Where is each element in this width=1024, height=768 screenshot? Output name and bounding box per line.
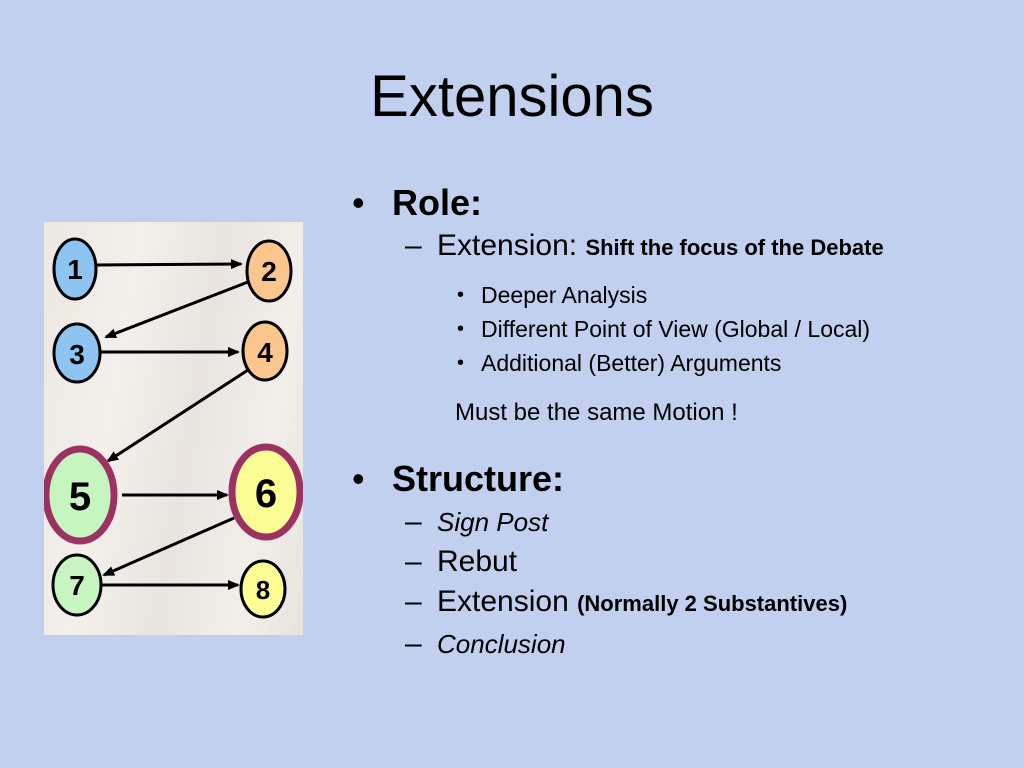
bullet: • [352,458,365,499]
dash: – [405,229,422,262]
dash: – [405,585,422,618]
node-3-circle [52,322,102,384]
flow-diagram: 1 2 3 4 5 6 7 8 [44,222,303,635]
extension-label: Extension: [437,229,578,262]
role-heading: Role: [392,182,482,223]
node-3-label: 3 [69,339,85,370]
node-4-circle [241,320,289,382]
node-4-label: 4 [257,337,273,368]
bullet: • [457,318,465,340]
structure-item-text: Extension [437,585,569,618]
structure-heading-item: • Structure: [350,456,1010,502]
node-1-circle [52,237,98,301]
slide-title: Extensions [370,64,654,129]
node-5-label: 5 [69,475,91,519]
structure-item: – Sign Post [350,502,1010,542]
point-text: Different Point of View (Global / Local) [481,316,871,342]
role-heading-item: • Role: [350,180,1010,226]
motion-note: Must be the same Motion ! [455,399,738,426]
dash: – [405,627,422,660]
structure-item: – Rebut [350,542,1010,582]
point-item: • Additional (Better) Arguments [350,346,1010,380]
structure-item: – Conclusion [350,624,1010,664]
slide-content: • Role: – Extension: Shift the focus of … [350,180,1010,664]
dash: – [405,545,422,578]
node-8-circle [239,559,287,619]
point-text: Deeper Analysis [481,282,648,308]
node-8-label: 8 [256,575,270,605]
node-7-label: 7 [69,570,85,601]
flow-diagram-svg: 1 2 3 4 5 6 7 8 [44,237,303,619]
point-text: Additional (Better) Arguments [481,350,782,376]
bullet: • [352,182,365,223]
node-2-label: 2 [261,256,277,287]
arrow-1-to-2 [95,259,243,270]
structure-heading: Structure: [392,458,565,499]
bullet: • [457,352,465,374]
dash: – [405,505,422,538]
node-5-circle [44,445,118,545]
arrow-6-to-7 [102,516,235,577]
point-item: • Different Point of View (Global / Loca… [350,312,1010,346]
extension-description: Shift the focus of the Debate [585,235,884,260]
node-6-circle [228,443,303,541]
point-item: • Deeper Analysis [350,278,1010,312]
structure-item-text: Sign Post [437,507,549,537]
node-2-circle [245,239,293,303]
extension-note: (Normally 2 Substantives) [577,591,848,616]
node-6-label: 6 [255,472,277,516]
structure-item: – Extension (Normally 2 Substantives) [350,582,1010,624]
structure-item-text: Conclusion [437,629,566,659]
arrow-4-to-5 [106,368,249,463]
structure-item-text: Rebut [437,545,518,578]
role-extension-item: – Extension: Shift the focus of the Deba… [350,226,1010,268]
arrow-2-to-3 [104,280,249,339]
node-1-label: 1 [67,254,83,285]
node-7-circle [51,553,103,617]
bullet: • [457,284,465,306]
